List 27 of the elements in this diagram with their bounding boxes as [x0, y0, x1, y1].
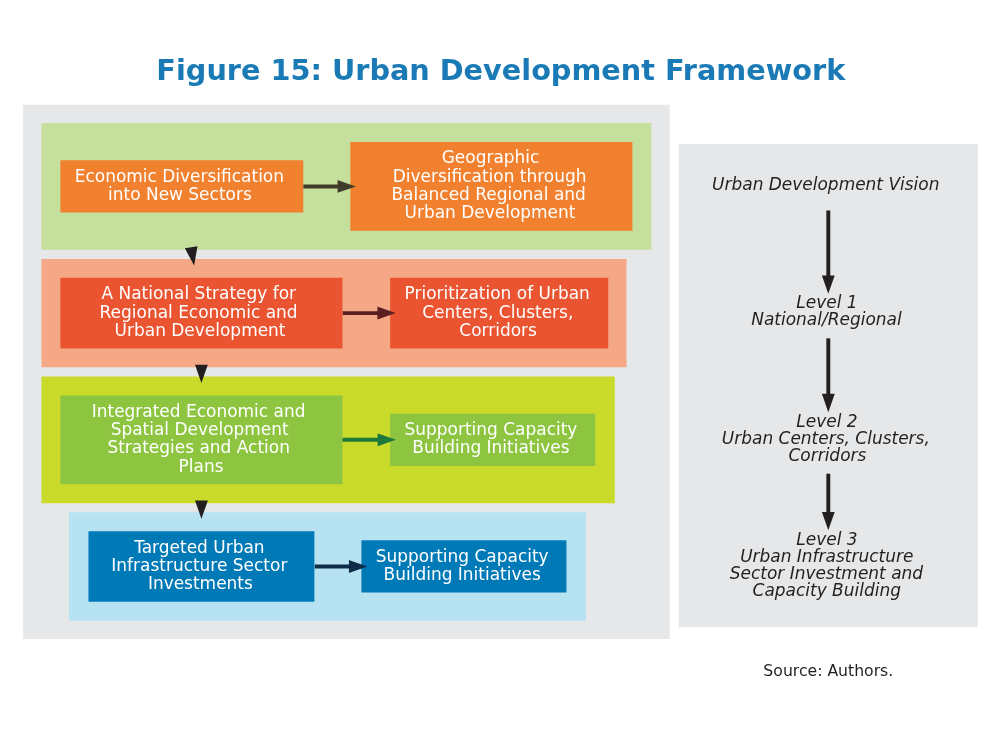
cluster — [41, 122, 652, 250]
node-box: Integrated Economic and Spatial Development Strategies and Action Plans — [60, 394, 343, 484]
cluster — [41, 258, 627, 367]
node-box: Supporting Capacity Building Initiatives — [390, 413, 596, 466]
node-text: Level 1 National/Regional — [751, 291, 902, 329]
cluster — [678, 143, 978, 627]
node-box: Targeted Urban Infrastructure Sector Investments — [88, 530, 315, 602]
cluster — [23, 104, 670, 639]
node-box: A National Strategy for Regional Economic and Urban Development — [60, 277, 343, 348]
arrow — [821, 210, 835, 294]
arrow — [303, 179, 356, 193]
arrow — [821, 337, 835, 412]
node-text: Urban Development Vision — [712, 173, 940, 194]
node-text: Level 3 Urban Infrastructure Sector Investment and Capacity Building — [729, 528, 924, 600]
cluster — [41, 375, 615, 503]
node-box: Economic Diversification into New Sectors — [60, 159, 304, 213]
node-box: Supporting Capacity Building Initiatives — [361, 539, 567, 593]
cluster — [68, 511, 587, 621]
arrow — [821, 473, 835, 530]
node-box: Geographic Diversification through Balanced Regional and Urban Development — [350, 141, 633, 231]
diagram-title: Figure 15: Urban Development Framework — [156, 52, 846, 87]
arrow — [342, 306, 396, 320]
arrow — [314, 559, 368, 573]
arrow — [342, 432, 396, 446]
caption: Source: Authors. — [763, 660, 894, 680]
node-text: Level 2 Urban Centers, Clusters, Corridors — [721, 410, 930, 465]
node-box: Prioritization of Urban Centers, Clusters, Corridors — [390, 277, 609, 348]
